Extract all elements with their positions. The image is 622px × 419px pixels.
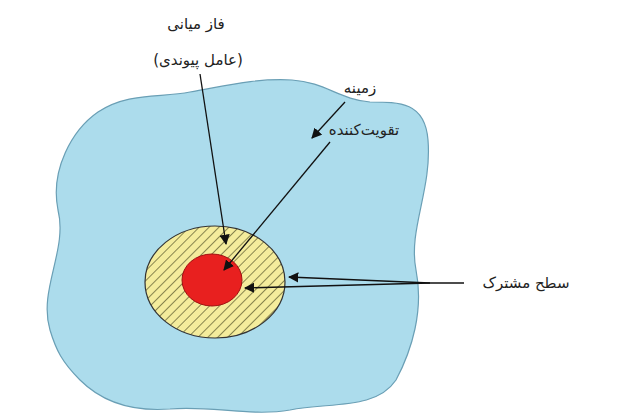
part-label: زمینه bbox=[344, 78, 376, 98]
reinforcement-core bbox=[182, 254, 242, 306]
leader-line bbox=[224, 142, 330, 270]
part-label: فاز میانی bbox=[167, 14, 225, 34]
matrix-region bbox=[47, 80, 428, 413]
leader-line bbox=[245, 283, 430, 288]
interphase-region bbox=[145, 226, 285, 338]
leader-line bbox=[430, 282, 464, 283]
leader-line bbox=[200, 74, 226, 244]
part-label: سطح مشترک bbox=[483, 273, 570, 293]
part-label: (عامل پیوندی) bbox=[153, 50, 243, 70]
leader-line bbox=[289, 277, 430, 283]
part-label: تقویت‌کننده bbox=[329, 120, 399, 140]
